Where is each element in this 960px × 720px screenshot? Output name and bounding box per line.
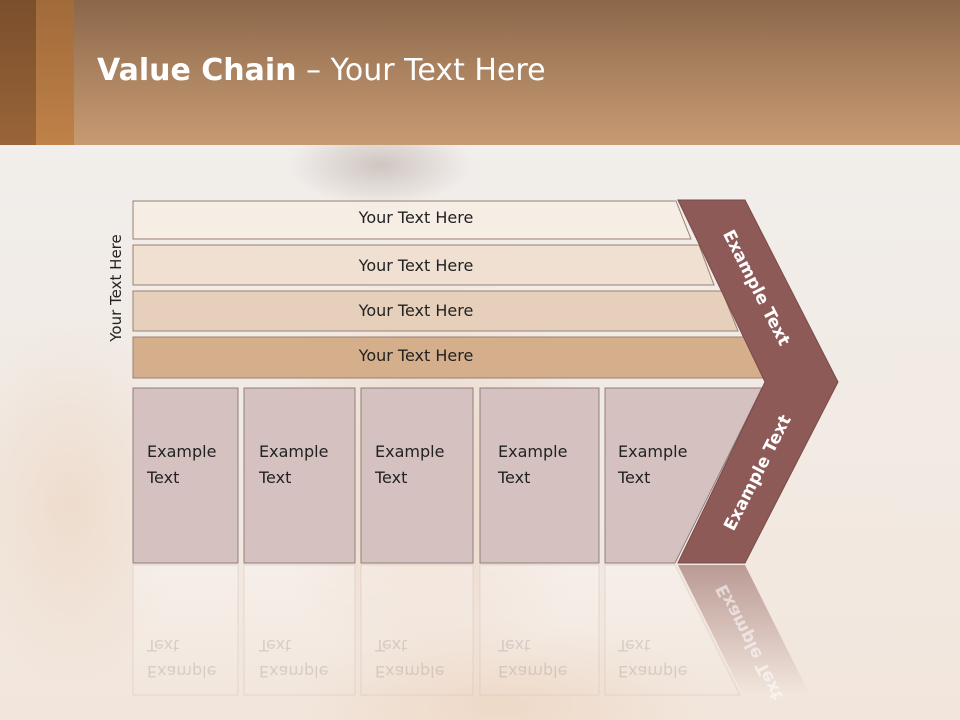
header-bar: Value Chain – Your Text Here	[0, 0, 960, 145]
box-2-line1: Example	[259, 442, 329, 461]
header-accent-left	[0, 0, 36, 145]
box-5[interactable]	[604, 387, 763, 564]
box-4-label-reflection: Example Text	[498, 632, 567, 684]
chevron-arrow[interactable]	[677, 199, 839, 564]
box-2-reflection	[243, 564, 356, 696]
box-5-line2: Text	[618, 468, 651, 487]
box-2[interactable]	[243, 387, 356, 564]
band-2-label: Your Text Here	[358, 256, 474, 275]
box-4-line2: Text	[498, 468, 531, 487]
box-3-line1-reflection: Example	[375, 662, 445, 681]
box-1[interactable]	[132, 387, 239, 564]
box-1-line2-reflection: Text	[147, 636, 180, 655]
title-bold: Value Chain	[97, 53, 297, 88]
box-4-line1-reflection: Example	[498, 662, 568, 681]
box-3[interactable]	[360, 387, 474, 564]
band-3-label: Your Text Here	[358, 301, 474, 320]
box-1-line2: Text	[147, 468, 180, 487]
box-1-line1-reflection: Example	[147, 662, 217, 681]
title-rest: – Your Text Here	[296, 53, 546, 88]
box-1-reflection	[132, 564, 239, 696]
box-2-line2-reflection: Text	[259, 636, 292, 655]
box-5-line1-reflection: Example	[618, 662, 688, 681]
band-3[interactable]	[132, 290, 739, 332]
chevron-reflection	[678, 565, 810, 695]
box-5-label-reflection: Example Text	[618, 632, 687, 684]
box-4-reflection	[479, 564, 600, 696]
box-4[interactable]	[479, 387, 600, 564]
header-accent-right	[36, 0, 74, 145]
band-2[interactable]	[132, 244, 715, 286]
box-5-line1: Example	[618, 442, 688, 461]
band-1[interactable]	[132, 200, 692, 240]
box-1-line1: Example	[147, 442, 217, 461]
box-5-line2-reflection: Text	[618, 636, 651, 655]
slide-title: Value Chain – Your Text Here	[97, 53, 546, 88]
band-4-label: Your Text Here	[358, 346, 474, 365]
box-4-line1: Example	[498, 442, 568, 461]
box-1-label-reflection: Example Text	[147, 632, 216, 684]
band-1-label: Your Text Here	[358, 208, 474, 227]
box-5-reflection	[604, 564, 741, 696]
box-2-label-reflection: Example Text	[259, 632, 328, 684]
box-3-label-reflection: Example Text	[375, 632, 444, 684]
box-3-line2-reflection: Text	[375, 636, 408, 655]
side-label: Your Text Here	[107, 234, 125, 342]
box-3-line2: Text	[375, 468, 408, 487]
box-3-line1: Example	[375, 442, 445, 461]
box-2-line2: Text	[259, 468, 292, 487]
box-4-line2-reflection: Text	[498, 636, 531, 655]
box-3-reflection	[360, 564, 474, 696]
box-2-line1-reflection: Example	[259, 662, 329, 681]
